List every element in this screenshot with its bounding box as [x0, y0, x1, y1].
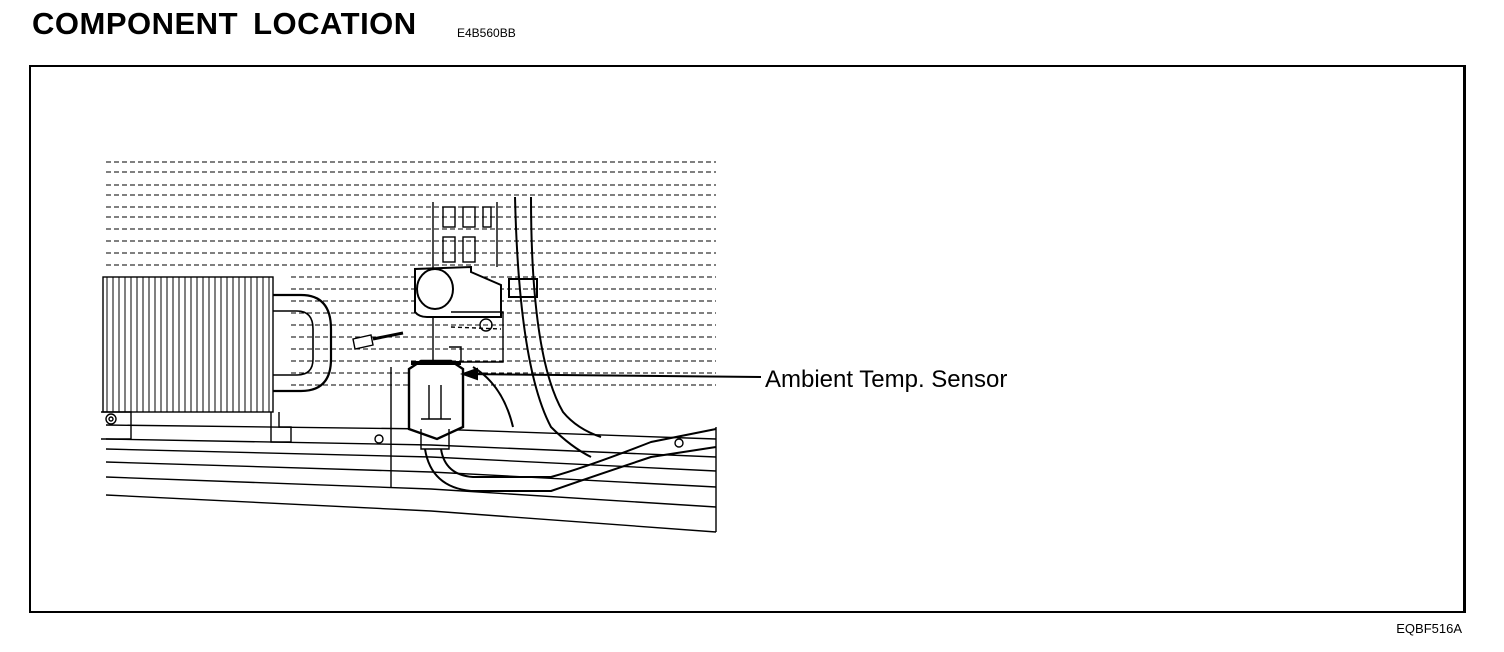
section-code: E4B560BB: [457, 26, 516, 40]
lower-frame: [105, 424, 717, 533]
figure-frame: Ambient Temp. Sensor: [29, 65, 1466, 613]
ambient-temp-sensor-illustration: [101, 161, 762, 533]
sensor-mount: [414, 265, 504, 363]
callout-leader: [460, 367, 762, 381]
wiring-harness: [424, 196, 717, 492]
sensor-body: [407, 359, 465, 450]
page-title: COMPONENT LOCATION: [32, 6, 417, 41]
bolt: [352, 331, 404, 350]
cooler-core: [101, 276, 333, 443]
callout-ambient-temp-sensor: Ambient Temp. Sensor: [765, 366, 1008, 393]
figure-code: EQBF516A: [1396, 621, 1462, 636]
